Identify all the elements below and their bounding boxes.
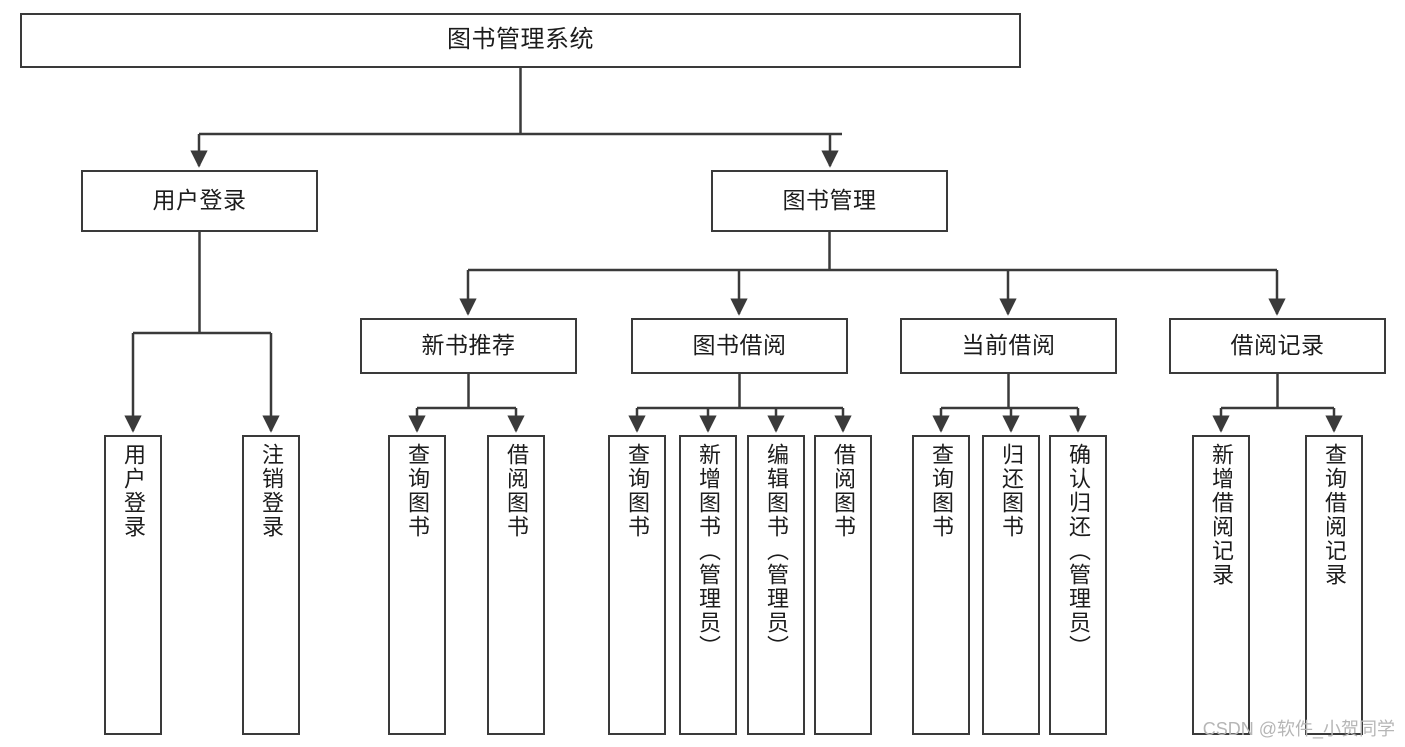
node-root-book-management-system[interactable]: 图书管理系统 — [20, 13, 1021, 68]
node-label: 归还图书 — [999, 443, 1024, 539]
node-label: 图书管理 — [782, 187, 877, 214]
node-label: 图书管理系统 — [447, 26, 594, 54]
node-leaf-borrow-add-book-admin[interactable]: 新增图书（管理员） — [679, 435, 737, 735]
node-label: 用户登录 — [152, 187, 247, 214]
node-label: 用户登录 — [121, 443, 146, 539]
node-leaf-current-confirm-return-admin[interactable]: 确认归还（管理员） — [1049, 435, 1107, 735]
node-label: 图书借阅 — [692, 332, 787, 359]
node-label: 借阅图书 — [504, 443, 529, 539]
node-label: 新书推荐 — [421, 332, 516, 359]
node-label: 新增图书（管理员） — [696, 443, 721, 659]
node-leaf-user-login-logout[interactable]: 注销登录 — [242, 435, 300, 735]
node-leaf-recommend-borrow-book[interactable]: 借阅图书 — [487, 435, 545, 735]
node-borrowing-record[interactable]: 借阅记录 — [1169, 318, 1386, 374]
node-label: 查询图书 — [405, 443, 430, 539]
node-leaf-borrow-edit-book-admin[interactable]: 编辑图书（管理员） — [747, 435, 805, 735]
node-label: 借阅记录 — [1230, 332, 1325, 359]
node-label: 注销登录 — [259, 443, 284, 539]
node-leaf-recommend-query-book[interactable]: 查询图书 — [388, 435, 446, 735]
node-label: 新增借阅记录 — [1209, 443, 1234, 587]
node-leaf-borrow-query-book[interactable]: 查询图书 — [608, 435, 666, 735]
node-leaf-borrow-borrow-book[interactable]: 借阅图书 — [814, 435, 872, 735]
node-current-borrowing[interactable]: 当前借阅 — [900, 318, 1117, 374]
node-label: 确认归还（管理员） — [1066, 443, 1091, 659]
node-new-book-recommendation[interactable]: 新书推荐 — [360, 318, 577, 374]
node-leaf-record-add-record[interactable]: 新增借阅记录 — [1192, 435, 1250, 735]
node-label: 当前借阅 — [961, 332, 1056, 359]
node-book-management[interactable]: 图书管理 — [711, 170, 948, 232]
node-user-login[interactable]: 用户登录 — [81, 170, 318, 232]
node-label: 编辑图书（管理员） — [764, 443, 789, 659]
node-label: 借阅图书 — [831, 443, 856, 539]
node-label: 查询图书 — [625, 443, 650, 539]
node-leaf-user-login-login[interactable]: 用户登录 — [104, 435, 162, 735]
node-leaf-record-query-record[interactable]: 查询借阅记录 — [1305, 435, 1363, 735]
node-book-borrowing[interactable]: 图书借阅 — [631, 318, 848, 374]
watermark-text: CSDN @软件_小贺同学 — [1202, 719, 1395, 739]
node-label: 查询图书 — [929, 443, 954, 539]
node-label: 查询借阅记录 — [1322, 443, 1347, 587]
node-leaf-current-return-book[interactable]: 归还图书 — [982, 435, 1040, 735]
node-leaf-current-query-book[interactable]: 查询图书 — [912, 435, 970, 735]
